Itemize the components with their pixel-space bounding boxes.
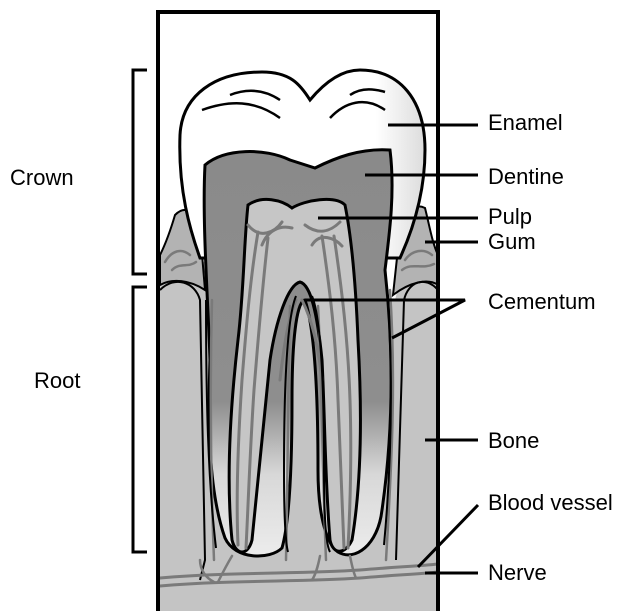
blood-vessel-label: Blood vessel [488, 490, 613, 515]
root-bracket [133, 287, 147, 552]
cementum-label: Cementum [488, 289, 596, 314]
crown-bracket [133, 70, 147, 274]
nerve-label: Nerve [488, 560, 547, 585]
pulp-label: Pulp [488, 204, 532, 229]
crown-label: Crown [10, 165, 74, 190]
gum-label: Gum [488, 229, 536, 254]
enamel-label: Enamel [488, 110, 563, 135]
bone-label: Bone [488, 428, 539, 453]
dentine-label: Dentine [488, 164, 564, 189]
root-label: Root [34, 368, 80, 393]
